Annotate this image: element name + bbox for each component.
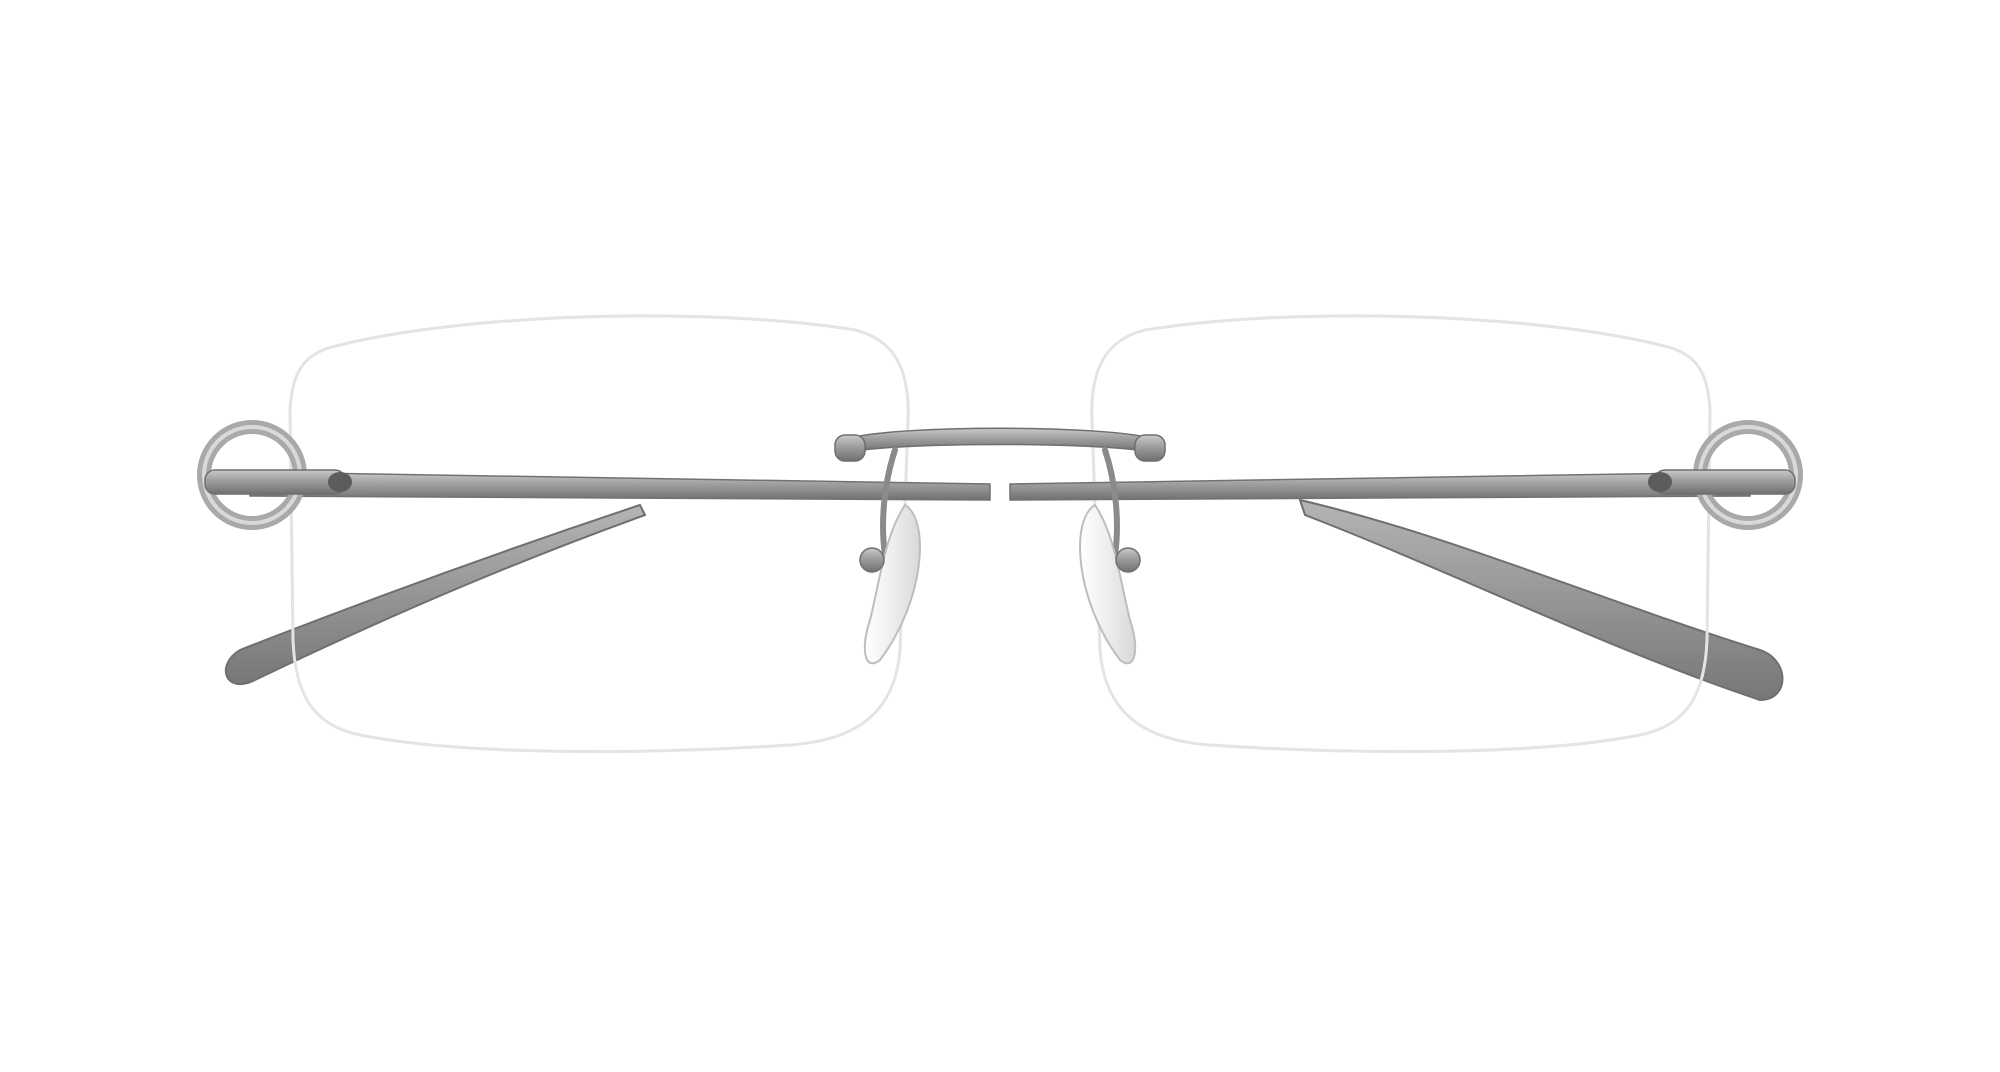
left-pad-arm — [880, 447, 898, 558]
right-nose-pad-screw — [1115, 547, 1141, 573]
right-lens — [1090, 314, 1712, 754]
right-hinge-ornament — [1648, 420, 1803, 530]
left-nose-pad — [863, 503, 921, 665]
left-nose-pad-screw — [859, 547, 885, 573]
bridge-right-end — [1134, 434, 1166, 462]
right-temple-arm — [1298, 498, 1784, 702]
left-hinge-ornament — [197, 420, 352, 530]
left-lens — [288, 314, 910, 754]
left-temple-bar — [249, 471, 991, 501]
right-nose-pad — [1079, 503, 1137, 665]
right-temple-bar — [1009, 471, 1751, 501]
right-pad-arm — [1102, 447, 1120, 558]
bridge-left-end — [834, 434, 866, 462]
left-temple-arm — [224, 503, 647, 686]
